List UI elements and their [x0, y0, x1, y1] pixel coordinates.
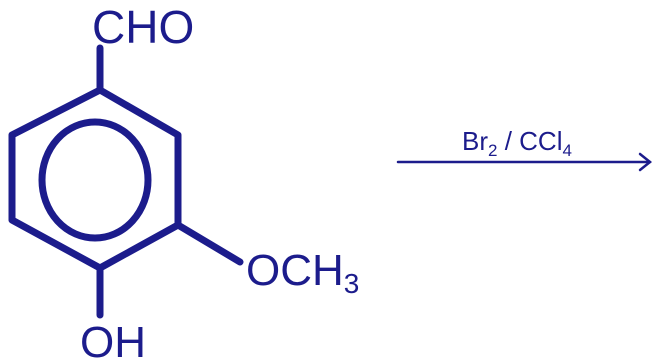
methoxy-main-text: OCH: [246, 246, 344, 295]
methoxy-label: OCH3: [246, 246, 359, 299]
aromatic-circle: [38, 118, 152, 242]
reagent-solvent-subscript: 4: [562, 141, 571, 160]
aldehyde-label: CHO: [92, 1, 194, 53]
molecule-structure: [8, 44, 244, 319]
reagent-bromine-subscript: 2: [488, 141, 497, 160]
reagent-label: Br2 / CCl4: [462, 126, 572, 160]
bond-to-methoxy: [174, 221, 244, 266]
arrow-right-icon: [396, 152, 653, 172]
reagent-separator: /: [497, 126, 519, 156]
reaction-arrow-head: [638, 152, 653, 172]
reagent-bromine: Br: [462, 126, 488, 156]
reaction-conditions: Br2 / CCl4: [462, 126, 572, 160]
reagent-solvent: CCl: [519, 126, 562, 156]
hydroxyl-label: OH: [80, 318, 146, 361]
methoxy-subscript: 3: [344, 268, 360, 299]
group-labels: CHO OCH3 OH: [80, 1, 359, 361]
